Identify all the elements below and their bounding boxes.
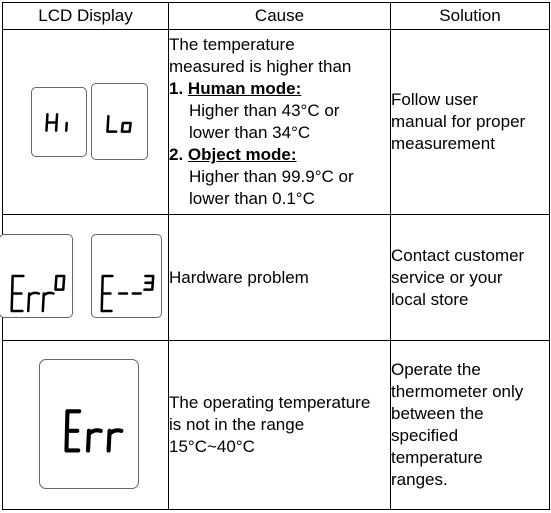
err-display-icon xyxy=(39,359,139,489)
err0-display-icon xyxy=(0,234,73,318)
lcd-display-cell xyxy=(0,214,169,341)
solution-text: Follow user xyxy=(391,90,478,109)
cause-cell: Hardware problem xyxy=(168,214,391,341)
cause-text: The temperature xyxy=(169,35,295,54)
cause-text: Higher than 99.9°C or xyxy=(189,167,354,186)
mode-number: 1. xyxy=(169,79,184,98)
hi-display-icon xyxy=(31,87,87,157)
solution-cell: Follow user manual for proper measuremen… xyxy=(390,29,550,215)
cause-text: lower than 34°C xyxy=(189,123,311,142)
cause-text: 15°C~40°C xyxy=(169,437,255,456)
cause-text: is not in the range xyxy=(169,415,305,434)
human-mode-heading: 1. Human mode: xyxy=(169,78,390,100)
e-3-display-icon xyxy=(91,234,162,318)
cause-text: Higher than 43°C or xyxy=(189,101,340,120)
solution-text: thermometer only xyxy=(391,382,524,401)
mode-label: Object mode: xyxy=(187,145,297,164)
cause-cell: The temperature measured is higher than … xyxy=(168,29,391,215)
object-mode-heading: 2. Object mode: xyxy=(169,144,390,166)
cause-text: measured is higher than xyxy=(169,57,352,76)
solution-text: local store xyxy=(391,289,469,309)
table-row: The temperature measured is higher than … xyxy=(2,29,550,215)
header-lcd-display: LCD Display xyxy=(2,2,169,30)
solution-text: specified xyxy=(391,426,459,445)
solution-cell: Contact customer service or your local s… xyxy=(390,214,550,341)
solution-text: Contact customer xyxy=(391,245,525,265)
solution-text: measurement xyxy=(391,134,495,153)
cause-cell: The operating temperature is not in the … xyxy=(168,340,391,510)
solution-cell: Operate the thermometer only between the… xyxy=(390,340,550,510)
lcd-display-cell xyxy=(2,340,169,510)
solution-text: Operate the xyxy=(391,360,481,379)
table-row: Hardware problem Contact customer servic… xyxy=(0,214,550,341)
solution-text: ranges. xyxy=(391,470,448,489)
solution-text: temperature xyxy=(391,448,483,467)
cause-text: The operating temperature xyxy=(169,393,371,412)
table-row: The operating temperature is not in the … xyxy=(2,340,550,510)
header-row: LCD Display Cause Solution xyxy=(2,2,550,30)
cause-text: lower than 0.1°C xyxy=(189,189,315,208)
header-solution: Solution xyxy=(390,2,550,30)
solution-text: between the xyxy=(391,404,484,423)
header-cause: Cause xyxy=(168,2,391,30)
mode-number: 2. xyxy=(169,145,184,164)
lcd-display-cell xyxy=(2,29,169,215)
lo-display-icon xyxy=(91,83,148,160)
cause-text: Hardware problem xyxy=(169,267,309,287)
solution-text: manual for proper xyxy=(391,112,526,131)
mode-label: Human mode: xyxy=(187,79,302,98)
solution-text: service or your xyxy=(391,267,503,287)
